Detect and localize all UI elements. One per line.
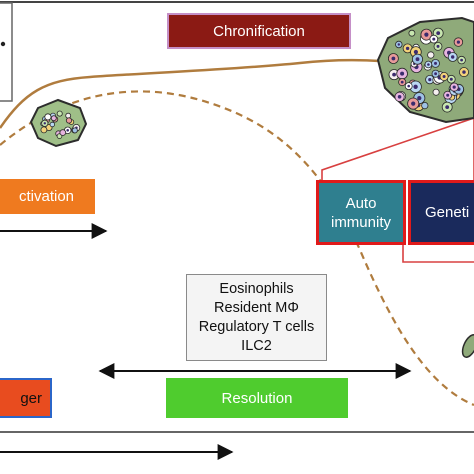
cell-dot [432, 88, 440, 96]
cell-dot [408, 29, 416, 37]
cell-nucleus [436, 31, 441, 35]
autoimmunity-label-line1: Auto [345, 194, 377, 212]
genetics-label: Geneti [425, 204, 470, 221]
cell-dot [44, 113, 52, 121]
cell-nucleus [391, 56, 396, 61]
cells-line-resident-macrophage: Resident MΦ [214, 299, 299, 316]
cell-dot [72, 127, 78, 134]
cell-nucleus [407, 84, 411, 88]
cell-nucleus [449, 77, 453, 81]
genetics-box: Geneti [408, 180, 474, 245]
top-left-partial-box [0, 2, 13, 102]
cell-dot [49, 121, 55, 128]
cell-nucleus [413, 49, 418, 55]
cell-dot [65, 112, 72, 119]
cells-line-regulatory-t-cells: Regulatory T cells [198, 318, 315, 335]
activation-label: ctivation [18, 188, 75, 205]
cell-nucleus [452, 85, 456, 89]
cell-nucleus [411, 101, 416, 106]
cell-nucleus [445, 105, 450, 109]
cell-nucleus [428, 78, 432, 82]
chronic-curve [0, 58, 421, 129]
cells-line-ilc2: ILC2 [241, 337, 272, 354]
trigger-label: ger [20, 389, 42, 407]
chronification-label: Chronification [213, 22, 305, 40]
escalation-arrow-outline [321, 117, 474, 185]
cell-nucleus [397, 95, 402, 99]
cell-dot [65, 117, 73, 124]
cell-nucleus [442, 75, 446, 78]
cell-nucleus [451, 55, 455, 59]
cell-nucleus [397, 43, 400, 46]
cell-nucleus [400, 80, 404, 84]
resolving-cells-box: Eosinophils Resident MΦ Regulatory T cel… [186, 274, 327, 361]
cell-nucleus [66, 129, 69, 132]
cell-nucleus [43, 122, 46, 125]
cell-nucleus [446, 93, 450, 97]
resolution-curve [0, 90, 474, 407]
trigger-box: ger [0, 378, 52, 418]
cell-dot [421, 102, 429, 110]
cell-dot [427, 51, 435, 59]
cell-dot [40, 126, 48, 134]
cell-dot [50, 115, 57, 122]
small-cell-cluster-icon [29, 98, 88, 148]
top-left-bullet-dot [0, 41, 6, 47]
cell-dot [56, 110, 63, 117]
cell-nucleus [432, 37, 436, 41]
cell-nucleus [434, 72, 437, 76]
cell-nucleus [462, 70, 466, 74]
cell-nucleus [417, 96, 422, 101]
cell-nucleus [427, 63, 430, 66]
cell-nucleus [456, 40, 460, 44]
large-cell-cluster-icon [376, 16, 474, 124]
cell-nucleus [405, 46, 410, 51]
cell-nucleus [460, 58, 463, 62]
cell-nucleus [436, 44, 440, 48]
cell-nucleus [400, 71, 405, 76]
cell-nucleus [415, 57, 420, 62]
resolution-box: Resolution [166, 378, 348, 418]
autoimmunity-box: Auto immunity [316, 180, 406, 245]
activation-box: ctivation [0, 179, 95, 214]
chronification-box: Chronification [167, 13, 351, 49]
cell-nucleus [424, 32, 429, 37]
cell-nucleus [392, 72, 396, 77]
cell-nucleus [434, 61, 437, 65]
cells-line-eosinophils: Eosinophils [219, 280, 294, 297]
edge-cell-icon [461, 334, 474, 358]
autoimmunity-label-line2: immunity [330, 213, 391, 231]
cell-nucleus [413, 84, 418, 90]
resolution-label: Resolution [221, 389, 293, 407]
cell-dot [59, 129, 67, 136]
